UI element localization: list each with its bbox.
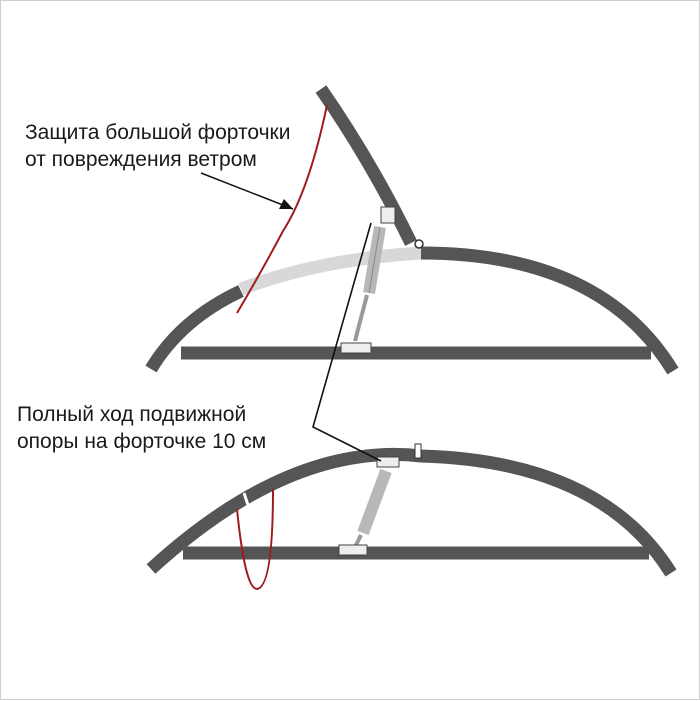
- gas-strut-open: [340, 206, 396, 354]
- gas-strut-closed: [338, 456, 400, 556]
- support-travel-line-2: опоры на форточке 10 см: [17, 430, 267, 453]
- wind-protection-label: Защита большой форточки от повреждения в…: [25, 119, 290, 173]
- open-vent-gap: [238, 246, 422, 296]
- support-travel-line-1: Полный ход подвижной: [17, 403, 247, 426]
- wind-label-leader: [200, 172, 294, 210]
- wind-protection-line-1: Защита большой форточки: [25, 121, 291, 144]
- cord-anchor-marker: [242, 492, 250, 506]
- strut-bracket-top: [380, 206, 396, 224]
- strut-body: [357, 468, 392, 536]
- strut-rod: [353, 294, 369, 342]
- slack-cord: [236, 488, 274, 591]
- strut-bracket-top: [376, 456, 400, 468]
- arrowhead-icon: [279, 199, 293, 209]
- travel-label-leader: [312, 222, 382, 462]
- wind-protection-line-2: от повреждения ветром: [25, 148, 257, 171]
- raised-vent-panel: [315, 85, 417, 246]
- wind-protection-cord: [236, 104, 328, 314]
- strut-bracket-bottom: [340, 342, 372, 354]
- strut-bracket-bottom: [338, 544, 368, 556]
- vent-hinge-icon: [414, 239, 424, 249]
- support-travel-label: Полный ход подвижной опоры на форточке 1…: [17, 401, 266, 455]
- arch-right-segment: [420, 246, 679, 375]
- arch-left-segment: [145, 285, 244, 373]
- closed-vent-figure: [146, 443, 677, 591]
- hinge-marker: [414, 443, 422, 459]
- strut-body-outline: [368, 226, 381, 294]
- open-vent-figure: [145, 85, 679, 375]
